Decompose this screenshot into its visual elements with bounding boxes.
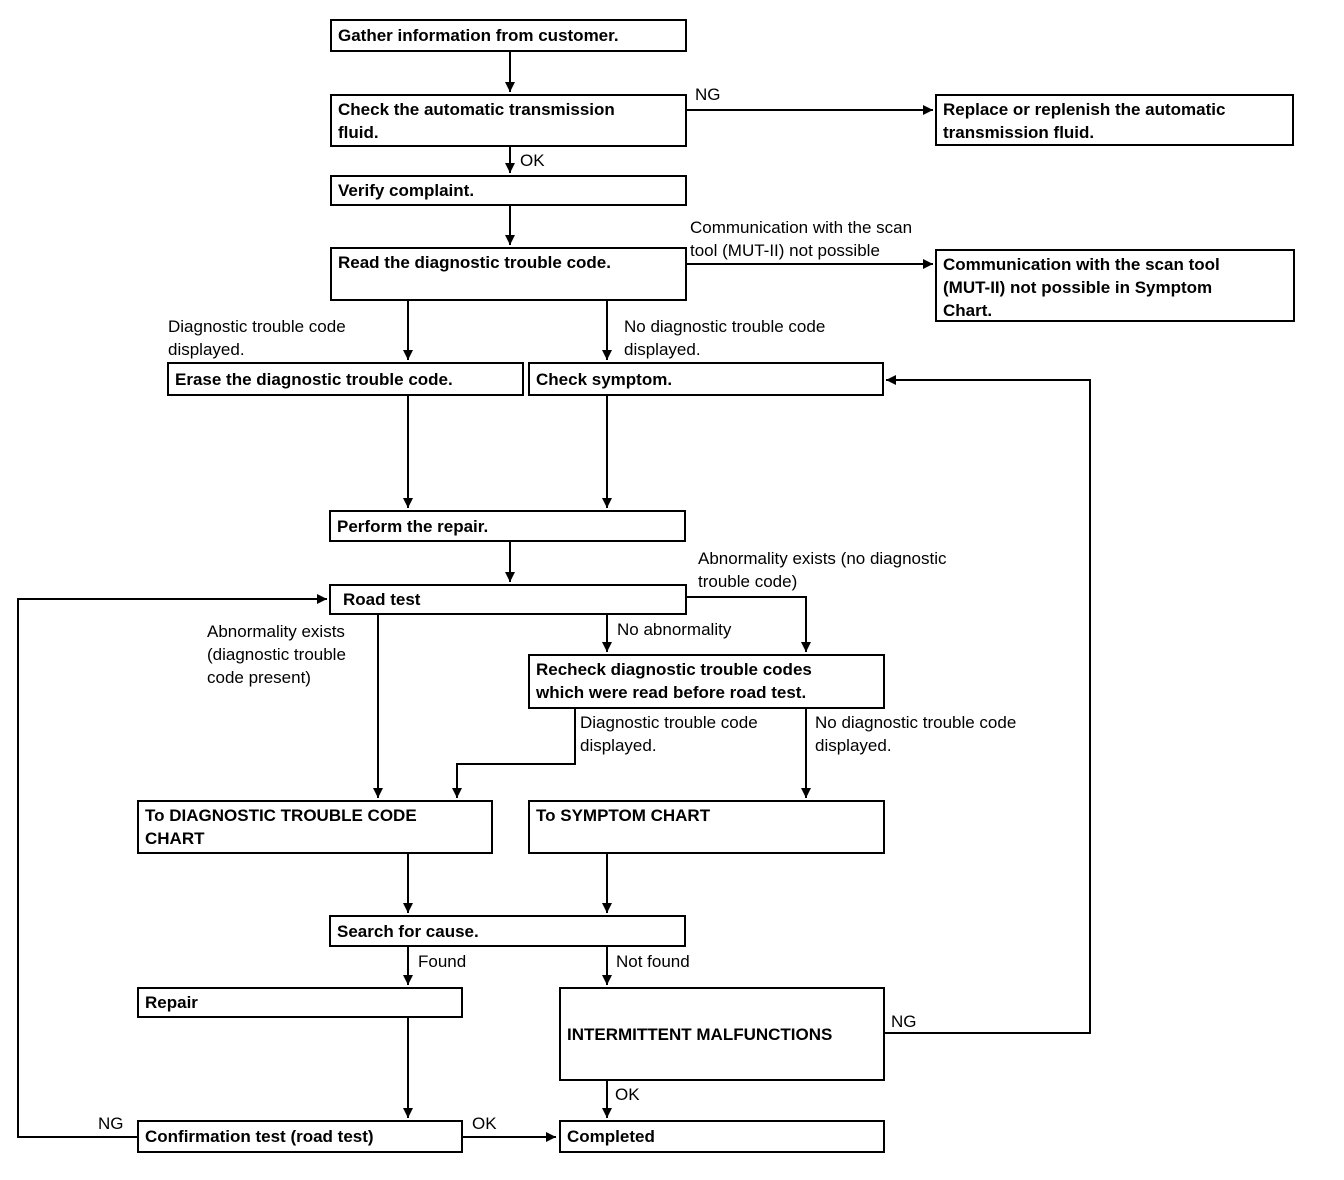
box-confirmation-test: Confirmation test (road test): [137, 1120, 463, 1153]
box-read-dtc: Read the diagnostic trouble code.: [330, 247, 687, 301]
arrow-confirmation-ng-to-road-test: [17, 594, 327, 1138]
box-dtc-chart: To DIAGNOSTIC TROUBLE CODE CHART: [137, 800, 493, 854]
box-intermittent-malfunctions: INTERMITTENT MALFUNCTIONS: [559, 987, 885, 1081]
label-intermittent-ok: OK: [615, 1085, 640, 1104]
label-no-dtc-displayed: No diagnostic trouble code displayed.: [624, 317, 826, 359]
box-symptom-chart: To SYMPTOM CHART: [528, 800, 885, 854]
box-road-test: Road test: [329, 584, 687, 615]
box-verify-complaint: Verify complaint.: [330, 175, 687, 206]
label-no-abnormality: No abnormality: [617, 620, 732, 639]
arrow-road-test-abn-to-recheck: [687, 596, 811, 652]
box-search-cause: Search for cause.: [329, 915, 686, 947]
label-intermittent-ng: NG: [891, 1012, 917, 1031]
box-check-fluid: Check the automatic transmission fluid.: [330, 94, 687, 147]
box-gather-information: Gather information from customer.: [330, 19, 687, 52]
label-comm-not-possible: Communication with the scan tool (MUT-II…: [690, 218, 913, 260]
box-repair: Repair: [137, 987, 463, 1018]
label-dtc-displayed: Diagnostic trouble code displayed.: [168, 317, 346, 359]
box-check-symptom: Check symptom.: [528, 362, 884, 396]
label-recheck-no-dtc-displayed: No diagnostic trouble code displayed.: [815, 713, 1017, 755]
arrow-recheck-to-dtc-chart: [452, 709, 576, 798]
label-confirmation-ng: NG: [98, 1114, 124, 1133]
box-recheck-dtc: Recheck diagnostic trouble codes which w…: [528, 654, 885, 709]
box-erase-dtc: Erase the diagnostic trouble code.: [167, 362, 524, 396]
label-not-found: Not found: [616, 952, 690, 971]
label-confirmation-ok: OK: [472, 1114, 497, 1133]
label-fluid-ok: OK: [520, 151, 545, 170]
label-fluid-ng: NG: [695, 85, 721, 104]
label-found: Found: [418, 952, 467, 971]
box-replace-fluid: Replace or replenish the automatic trans…: [935, 94, 1294, 146]
box-perform-repair: Perform the repair.: [329, 510, 686, 542]
box-comm-not-possible: Communication with the scan tool (MUT-II…: [935, 249, 1295, 322]
arrow-intermittent-ng-to-check-symptom: [884, 375, 1091, 1034]
box-completed: Completed: [559, 1120, 885, 1153]
label-abnormality-dtc-present: Abnormality exists (diagnostic trouble c…: [207, 622, 346, 687]
label-abnormality-no-dtc: Abnormality exists (no diagnostic troubl…: [698, 549, 947, 591]
label-recheck-dtc-displayed: Diagnostic trouble code displayed.: [580, 713, 758, 755]
